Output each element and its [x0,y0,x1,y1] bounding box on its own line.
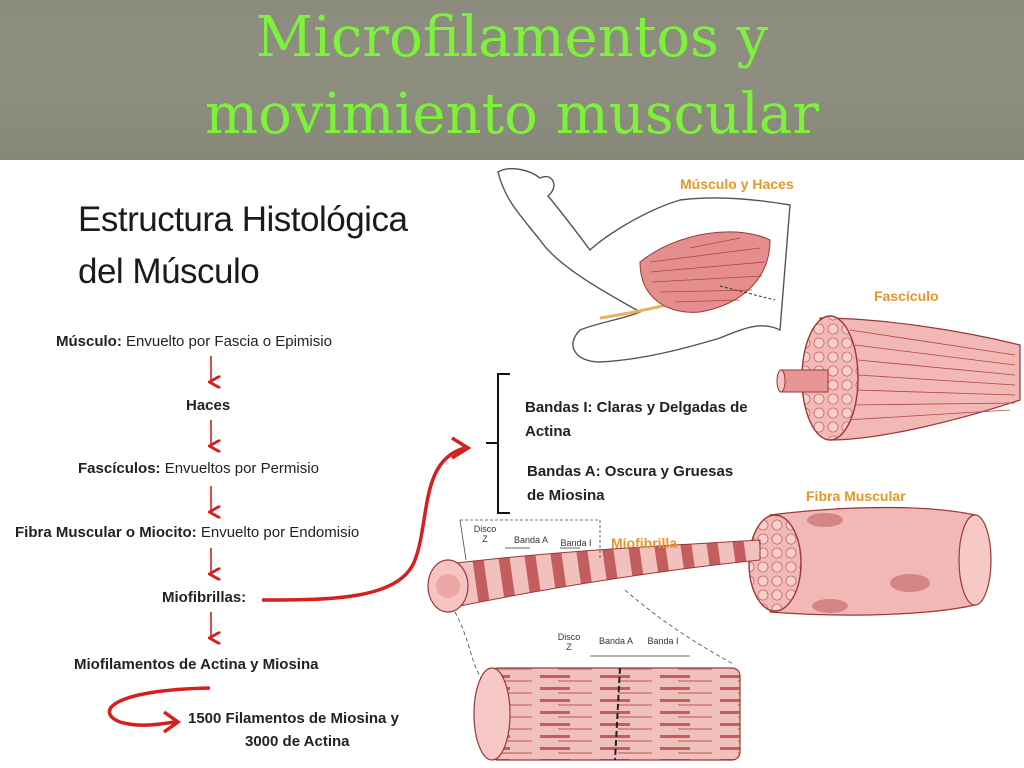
flow-musculo: Músculo: Envuelto por Fascia o Epimisio [56,333,332,350]
diagram-heading-line-2: del Músculo [78,252,260,291]
title-header: Microfilamentos y movimiento muscular [0,0,1024,160]
label-banda-i: Banda I [560,538,592,548]
diagram-area [0,160,1024,768]
fascicle-illustration [776,315,1021,441]
flow-haces: Haces [186,397,231,414]
flow-fibra: Fibra Muscular o Miocito: Envuelto por E… [15,524,360,541]
flow-miofilamentos: Miofilamentos de Actina y Miosina [74,656,319,673]
sarcomere-illustration [473,655,741,761]
flow-miofibrillas: Miofibrillas: [162,589,247,606]
label-musculo-haces: Músculo y Haces [680,176,794,192]
label-fibra-muscular: Fibra Muscular [806,488,906,504]
flow-filamentos-line-2: 3000 de Actina [245,733,350,750]
label-miofibrilla: Miofibrilla [611,535,678,551]
bands-bracket [486,373,510,514]
label-banda-i-2: Banda I [647,636,679,646]
label-disco-z: Disco Z [473,524,497,544]
label-disco-z-2: Disco Z [557,632,581,652]
title-line-2: movimiento muscular [204,82,819,147]
label-banda-a-2: Banda A [598,636,634,646]
arm-muscle-illustration [497,168,791,363]
title-line-1: Microfilamentos y [255,5,769,70]
red-curve-arrow [261,446,466,602]
myofibril-illustration [427,519,761,613]
flow-filamentos-line-1: 1500 Filamentos de Miosina y [188,710,399,727]
flow-fasciculos: Fascículos: Envueltos por Permisio [78,460,319,477]
label-banda-a: Banda A [513,535,549,545]
diagram-heading-line-1: Estructura Histológica [78,200,408,239]
muscle-fiber-illustration [748,506,992,616]
label-fasciculo: Fascículo [874,288,939,304]
red-bottom-arrow [107,686,211,727]
